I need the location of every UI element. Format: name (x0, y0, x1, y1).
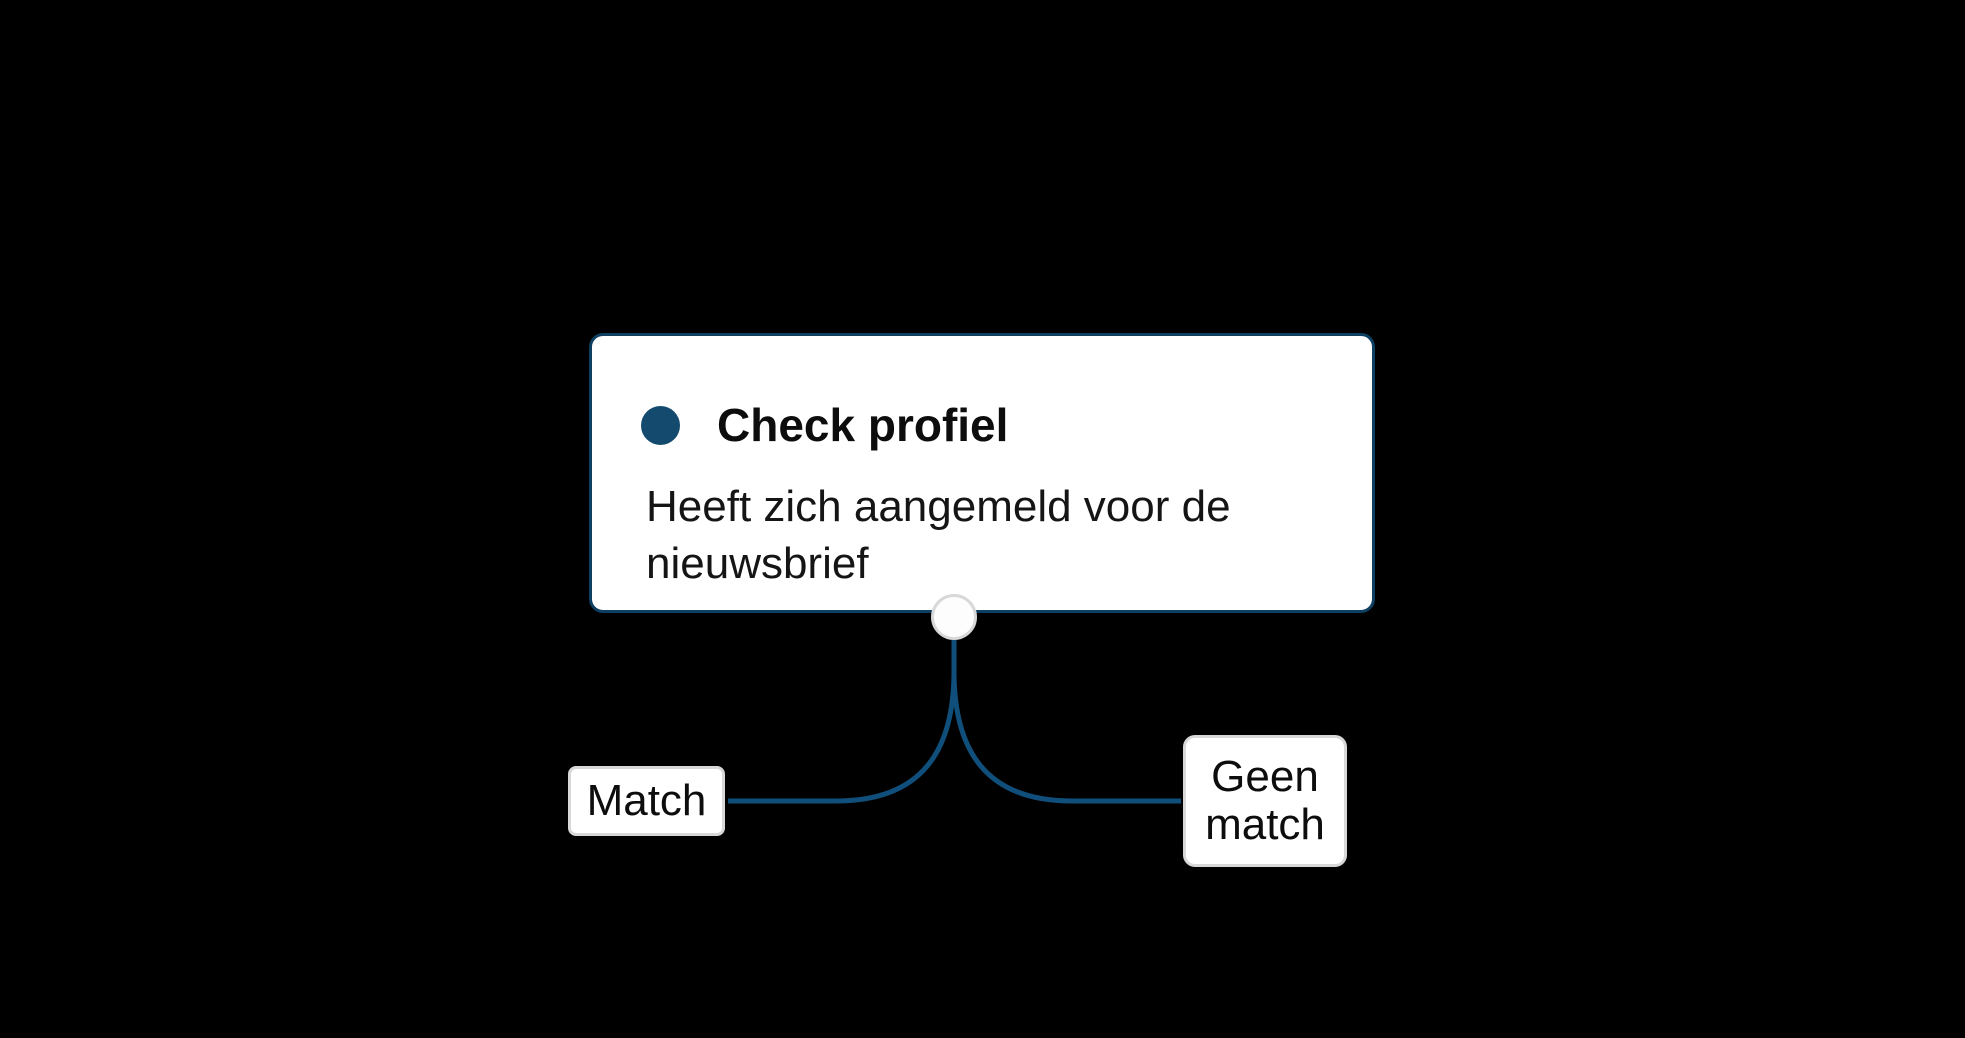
node-status-dot-icon (641, 405, 680, 445)
branch-label-match-text: Match (586, 776, 707, 825)
branch-label-geen-match[interactable]: Geen match (1183, 735, 1347, 867)
connector-handle[interactable] (931, 594, 977, 640)
branch-label-match[interactable]: Match (568, 766, 725, 836)
branch-label-geen-match-text: Geen match (1205, 752, 1325, 849)
node-description: Heeft zich aangemeld voor de nieuwsbrief (646, 482, 1231, 588)
node-title: Check profiel (717, 399, 1009, 451)
branch-edge-geen-match (951, 639, 1181, 804)
node-card-header: Check profiel (641, 399, 1008, 451)
branch-edge-match (728, 639, 957, 804)
node-card[interactable]: Check profiel Heeft zich aangemeld voor … (589, 333, 1375, 613)
